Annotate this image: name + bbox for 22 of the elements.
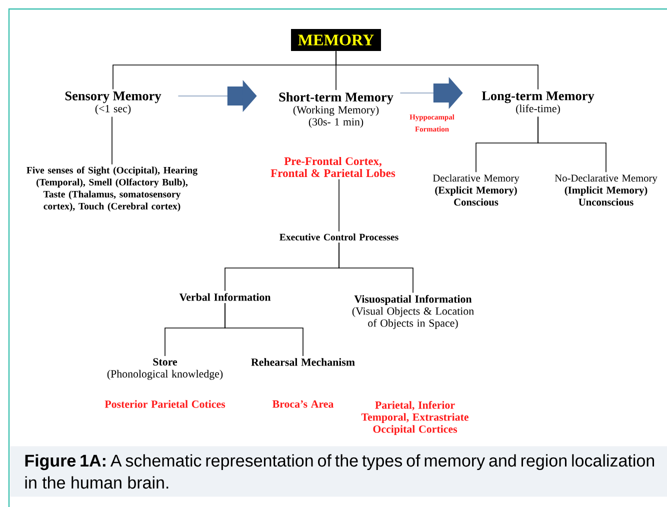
memory-subtype-label: No-Declarative Memory (Implicit Memory) Unconscious [554,174,658,206]
memory-type-label: Store (Phonological knowledge) [107,358,223,380]
title-box: MEMORY [291,29,381,51]
connector-line [336,50,538,90]
process-label: Rehearsal Mechanism [251,358,355,366]
connector-line [224,302,304,356]
brain-region-label: Parietal, Inferior Temporal, Extrastriate Occipital Cortices [361,401,468,435]
process-label: Executive Control Processes [280,234,398,240]
memory-type-label: Short-term Memory (Working Memory) (30s- 1 min) [279,92,394,128]
connector-line [338,178,340,232]
brain-region-label: Pre-Frontal Cortex, Frontal & Parietal Lobes [270,156,396,178]
process-label: Verbal Information [179,293,271,301]
caption: Figure 1A: A schematic representation of the types of memory and region localization in the human brain. [10,446,667,497]
brain-region-label: Posterior Parietal Cotices [104,400,226,408]
brain-region-label: Broca’s Area [272,400,334,408]
memory-type-label: Long-term Memory (life-time) [482,92,594,114]
connector-line [338,242,414,294]
memory-subtype-label: Declarative Memory (Explicit Memory) Conscious [432,174,520,206]
connector-line [538,116,606,173]
memory-type-label: Sensory Memory (<1 sec) [65,91,162,115]
senses-list: Five senses of Sight (Occipital), Hearing (Temporal), Smell (Olfactory Bulb), Taste (Thalamus, somatosensory cortex), Touch (Cerebral cortex) [26,166,198,212]
memory-type-label: Visuospatial Information (Visual Objects & Location of Objects in Space) [352,295,474,329]
